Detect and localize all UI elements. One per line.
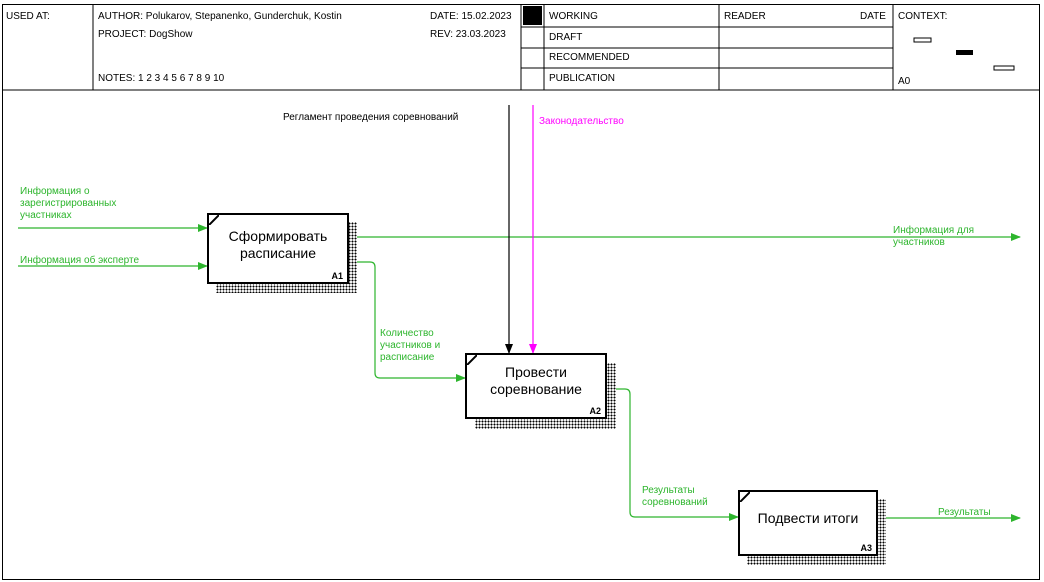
activity-title-a2: Провести соревнование — [490, 364, 582, 397]
label-control-magenta: Законодательство — [539, 116, 624, 127]
label-input-expert: Информация об эксперте — [20, 255, 140, 266]
label-a2-to-a3: Результаты соревнований — [642, 485, 708, 508]
date-field: DATE: 15.02.2023 — [430, 11, 512, 22]
label-output-results: Результаты — [938, 507, 991, 518]
status-recommended: RECOMMENDED — [549, 52, 630, 63]
activity-box-a3[interactable]: Подвести итоги A3 — [738, 490, 878, 556]
status-draft: DRAFT — [549, 32, 583, 43]
activity-box-a2[interactable]: Провести соревнование A2 — [465, 353, 607, 419]
label-a1-to-a2: Количество участников и расписание — [380, 328, 441, 363]
label-input-registered: Информация о зарегистрированных участник… — [20, 186, 117, 221]
activity-title-a1: Сформировать расписание — [228, 228, 328, 261]
corner-mark-icon — [467, 355, 477, 365]
activity-title-a3: Подвести итоги — [757, 510, 859, 526]
node-label: A0 — [898, 76, 911, 87]
context-label: CONTEXT: — [898, 11, 948, 22]
arrow-a2-to-a3 — [606, 388, 739, 521]
used-at-label: USED AT: — [6, 11, 50, 22]
activity-number-a3: A3 — [860, 543, 872, 553]
author-field: AUTHOR: Polukarov, Stepanenko, Gunderchu… — [98, 11, 342, 22]
reader-label: READER — [724, 11, 766, 22]
activity-number-a1: A1 — [331, 271, 343, 281]
corner-mark-icon — [209, 215, 219, 225]
status-publication: PUBLICATION — [549, 73, 615, 84]
activity-box-a1[interactable]: Сформировать расписание A1 — [207, 213, 349, 284]
header-grid — [2, 4, 1040, 91]
arrow-a1-to-a2 — [349, 261, 466, 382]
notes-field: NOTES: 1 2 3 4 5 6 7 8 9 10 — [98, 73, 225, 84]
status-working: WORKING — [549, 11, 598, 22]
project-field: PROJECT: DogShow — [98, 29, 193, 40]
label-output-participants: Информация для участников — [893, 225, 975, 248]
context-thumbnail — [913, 37, 1015, 71]
activity-number-a2: A2 — [589, 406, 601, 416]
corner-mark-icon — [740, 492, 750, 502]
label-control-black: Регламент проведения соревнований — [283, 112, 459, 123]
rev-field: REV: 23.03.2023 — [430, 29, 506, 40]
reader-date-label: DATE — [860, 11, 886, 22]
